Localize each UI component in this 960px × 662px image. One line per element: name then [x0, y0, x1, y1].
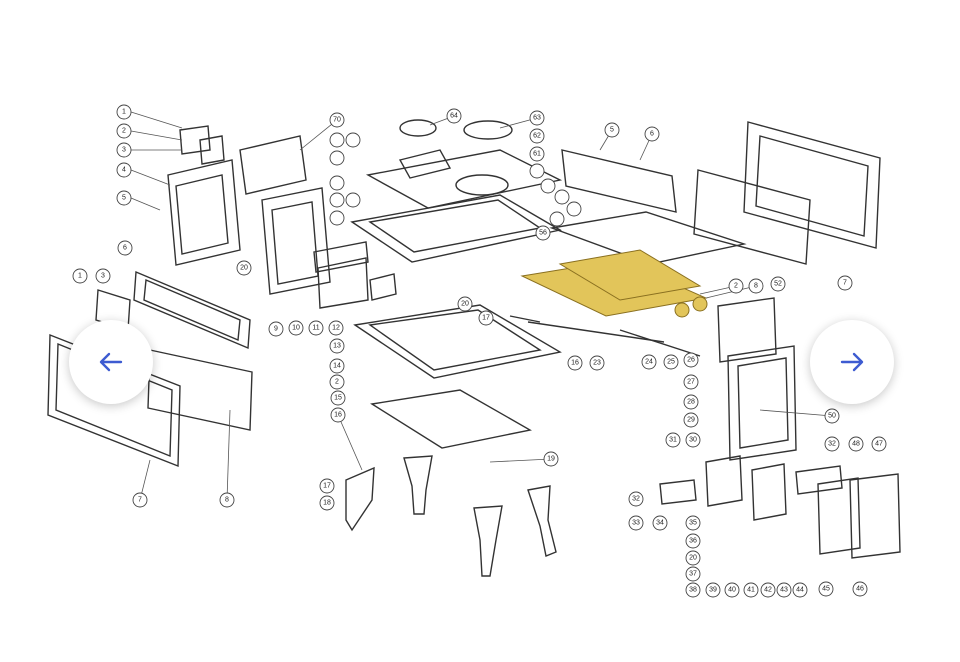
callout-10: 10 [292, 325, 300, 332]
callout-28: 28 [687, 399, 695, 406]
callout-27: 27 [687, 379, 695, 386]
callout-34: 34 [656, 520, 664, 527]
callout-33: 33 [632, 520, 640, 527]
callout-19: 19 [547, 456, 555, 463]
callout-64: 63 [533, 115, 541, 122]
callout-15: 15 [334, 395, 342, 402]
callout-2b: 2 [734, 283, 738, 290]
callout-12: 12 [332, 325, 340, 332]
callout-6b: 6 [650, 131, 654, 138]
callout-45: 45 [822, 586, 830, 593]
callout-20: 20 [240, 265, 248, 272]
callout-31: 31 [669, 437, 677, 444]
callout-7: 7 [138, 497, 142, 504]
callout-3: 3 [122, 147, 126, 154]
callout-17b: 17 [482, 315, 490, 322]
callout-leaders [130, 111, 833, 501]
callout-5b: 5 [610, 127, 614, 134]
callout-63: 62 [533, 133, 541, 140]
callout-32b: 32 [632, 496, 640, 503]
callout-6: 6 [123, 245, 127, 252]
callout-2c: 2 [335, 379, 339, 386]
callout-44: 44 [796, 587, 804, 594]
callout-41: 41 [747, 587, 755, 594]
callout-25: 25 [667, 359, 675, 366]
callout-8: 8 [225, 497, 229, 504]
callout-48: 48 [852, 441, 860, 448]
callout-20b: 20 [461, 301, 469, 308]
callout-9: 9 [274, 326, 278, 333]
callout-36: 36 [689, 538, 697, 545]
callout-65: 64 [450, 113, 458, 120]
callout-numbers: 1 2 3 4 5 6 7 8 9 10 11 12 13 14 15 16 1… [78, 109, 883, 594]
callout-50: 50 [828, 413, 836, 420]
callout-8b: 8 [754, 283, 758, 290]
callout-32: 32 [828, 441, 836, 448]
callout-14: 14 [333, 363, 341, 370]
callout-5: 5 [122, 195, 126, 202]
callout-29: 29 [687, 417, 695, 424]
callout-26: 26 [687, 357, 695, 364]
callout-43: 43 [780, 587, 788, 594]
callout-18: 18 [323, 500, 331, 507]
callout-57: 56 [539, 230, 547, 237]
callout-38: 38 [689, 587, 697, 594]
callout-1b: 1 [78, 273, 82, 280]
next-image-button[interactable] [810, 320, 894, 404]
callout-20c: 20 [689, 555, 697, 562]
callout-4: 4 [122, 167, 126, 174]
callout-17: 17 [323, 483, 331, 490]
callout-42: 42 [764, 587, 772, 594]
callout-37: 37 [689, 571, 697, 578]
callout-40: 40 [728, 587, 736, 594]
callout-23: 23 [593, 360, 601, 367]
previous-image-button[interactable] [69, 320, 153, 404]
callout-24: 24 [645, 359, 653, 366]
callout-16b: 16 [571, 360, 579, 367]
callout-35: 35 [689, 520, 697, 527]
arrow-right-icon [840, 352, 864, 372]
callout-71: 70 [333, 117, 341, 124]
arrow-left-icon [99, 352, 123, 372]
callout-11: 11 [312, 325, 319, 332]
callout-53: 52 [774, 281, 782, 288]
callout-47: 47 [875, 441, 883, 448]
diagram-linework [47, 119, 901, 577]
callout-7b: 7 [843, 280, 847, 287]
callout-30: 30 [689, 437, 697, 444]
callout-2: 2 [122, 128, 126, 135]
callout-3b: 3 [101, 273, 105, 280]
callout-62: 61 [533, 151, 541, 158]
callout-13: 13 [333, 343, 341, 350]
callout-39: 39 [709, 587, 717, 594]
callout-46: 46 [856, 586, 864, 593]
callout-labels: 1 2 3 4 5 6 7 8 9 10 11 12 13 14 15 16 1… [72, 104, 887, 598]
callout-16: 16 [334, 412, 342, 419]
callout-1: 1 [122, 109, 126, 116]
highlighted-part [520, 249, 708, 318]
